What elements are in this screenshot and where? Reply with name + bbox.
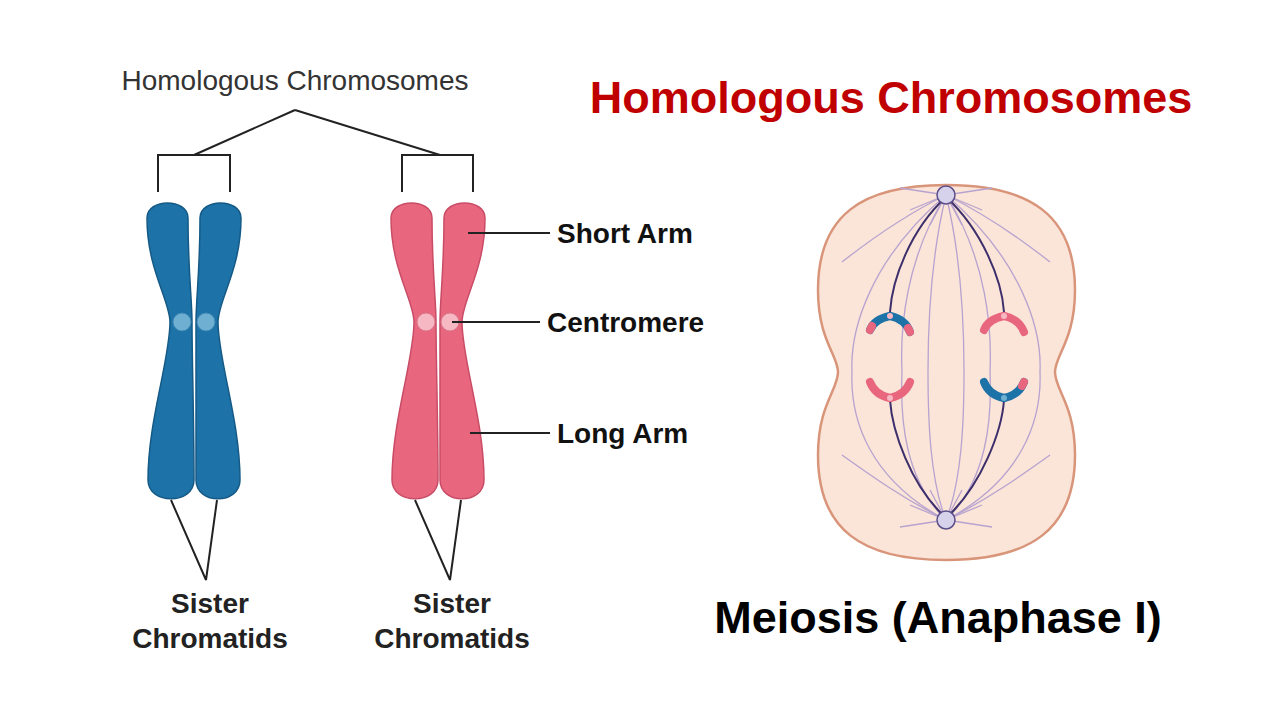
pink-chromosome (391, 203, 485, 499)
chromatid (147, 203, 194, 499)
part-label: Long Arm (557, 416, 688, 451)
spindle-fibers (842, 188, 1050, 527)
title: Homologous Chromosomes (590, 70, 1193, 126)
bracket (158, 110, 473, 192)
bracket (402, 155, 473, 192)
bracket (158, 155, 230, 192)
bracket-line (194, 110, 440, 155)
leader-line (452, 321, 540, 323)
caption: Meiosis (Anaphase I) (714, 590, 1162, 646)
part-label: Sister Chromatids (123, 586, 298, 656)
centrosome (937, 186, 955, 204)
chromosome (870, 316, 1024, 398)
leader-line (415, 500, 461, 580)
centrosome (937, 511, 955, 529)
leader-line (171, 233, 550, 580)
cell (818, 185, 1075, 560)
centromere (1001, 313, 1007, 319)
blue-chromosome (147, 203, 241, 499)
centromere (1001, 395, 1007, 401)
centromere (887, 395, 893, 401)
leader-line (470, 432, 550, 434)
part-label: Centromere (547, 305, 704, 340)
kinetochore-fibers (890, 197, 1004, 518)
group-label: Homologous Chromosomes (121, 63, 468, 98)
chromatid (196, 203, 241, 499)
leader-line (468, 232, 550, 234)
chromatid (391, 203, 438, 499)
leader-line (171, 500, 217, 580)
part-label: Sister Chromatids (365, 586, 540, 656)
cell-membrane (818, 185, 1075, 560)
chromatid (440, 203, 485, 499)
centromere (197, 313, 215, 331)
part-label: Short Arm (557, 216, 693, 251)
centromere (887, 313, 893, 319)
centromere (417, 313, 435, 331)
centromere (173, 313, 191, 331)
